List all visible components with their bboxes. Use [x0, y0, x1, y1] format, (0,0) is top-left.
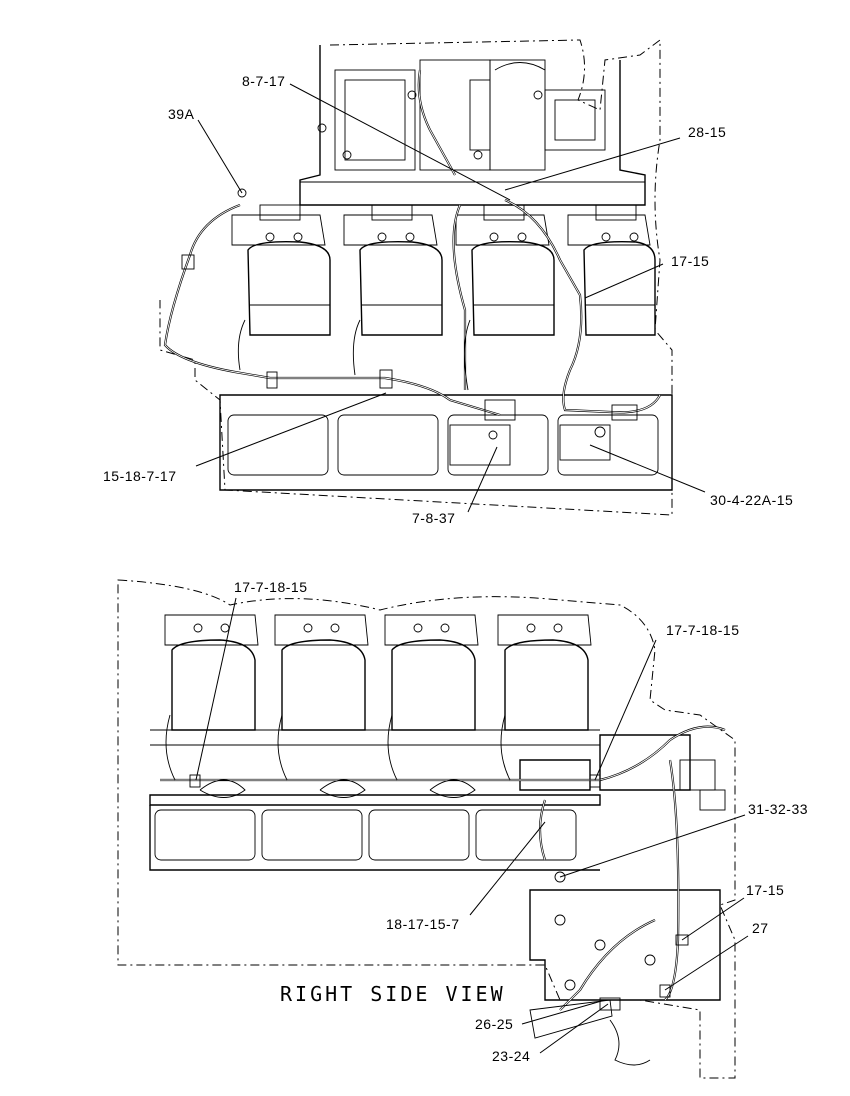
injector-cover-3	[455, 204, 555, 336]
bottom-engine-view	[117, 579, 736, 1079]
top-engine-view	[159, 39, 673, 516]
callout-17-15-bottom: 17-15	[746, 882, 785, 898]
callout-28-15: 28-15	[688, 124, 727, 140]
lower-injector-cover-3	[384, 614, 479, 731]
top-view-leaders	[195, 83, 706, 513]
callout-26-25: 26-25	[475, 1016, 514, 1032]
callout-27: 27	[752, 920, 769, 936]
injector-cover-4	[567, 204, 656, 336]
lower-injector-cover-1	[164, 614, 259, 731]
lower-injector-cover-2	[274, 614, 369, 731]
callout-23-24: 23-24	[492, 1048, 531, 1064]
lower-injector-cover-4	[497, 614, 592, 731]
injector-cover-2	[343, 204, 443, 336]
callout-15-18-7-17: 15-18-7-17	[103, 468, 177, 484]
callout-8-7-17: 8-7-17	[242, 73, 286, 89]
callout-30-4-22A-15: 30-4-22A-15	[710, 492, 794, 508]
callout-31-32-33: 31-32-33	[748, 801, 809, 817]
callout-18-17-15-7: 18-17-15-7	[386, 916, 460, 932]
view-title: RIGHT SIDE VIEW	[280, 982, 506, 1006]
bottom-view-leaders	[195, 597, 749, 1054]
injector-cover-1	[231, 204, 331, 336]
callout-7-8-37: 7-8-37	[412, 510, 456, 526]
callout-17-15-top: 17-15	[671, 253, 710, 269]
callout-39A: 39A	[168, 106, 195, 122]
callout-17-7-18-15-left: 17-7-18-15	[234, 579, 308, 595]
callout-17-7-18-15-right: 17-7-18-15	[666, 622, 740, 638]
